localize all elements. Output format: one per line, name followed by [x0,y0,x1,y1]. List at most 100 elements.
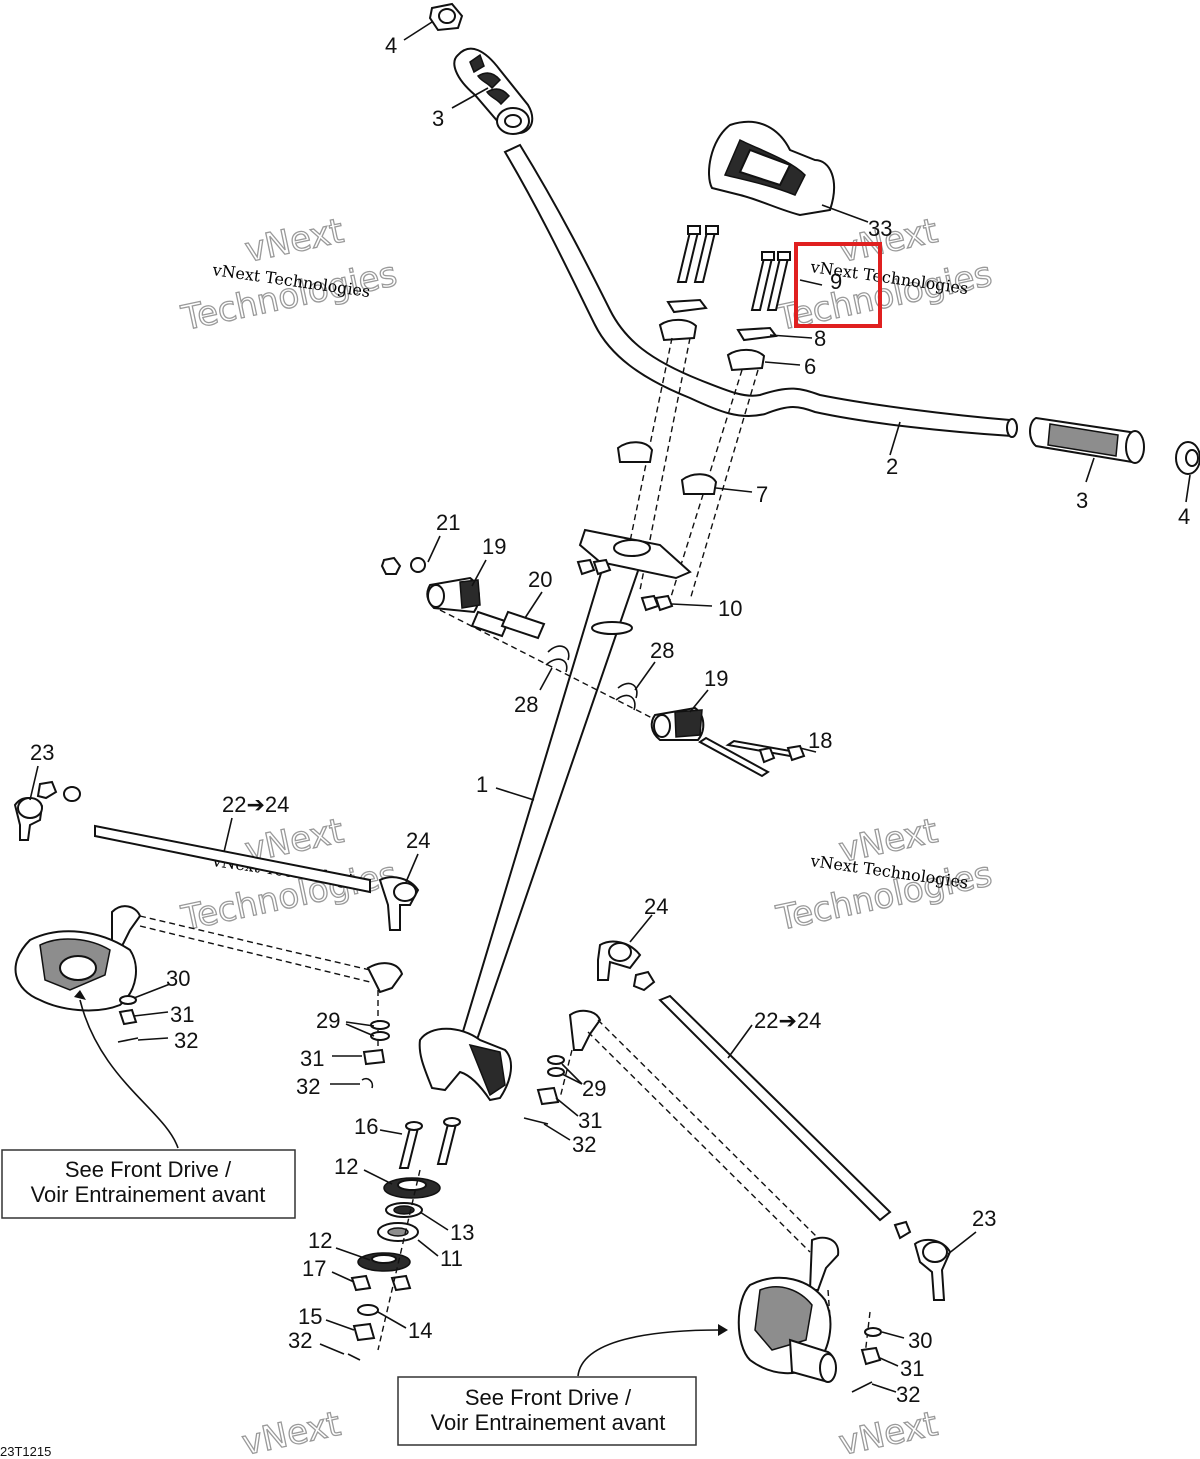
callout-30[interactable]: 30 [908,1328,932,1353]
right-washer[interactable] [864,1327,882,1337]
callout-33[interactable]: 33 [868,216,892,241]
upper-clamp[interactable] [726,348,766,372]
cotter-pin[interactable] [523,1117,549,1125]
right-tie-rod-dashed[interactable] [559,1009,871,1356]
callout-13[interactable]: 13 [450,1220,474,1245]
callout-22-24[interactable]: 22➔24 [754,1008,821,1033]
castle-nut[interactable] [536,1086,560,1106]
callout-29[interactable]: 29 [582,1076,606,1101]
callout-6[interactable]: 6 [804,354,816,379]
clamp-plate-left[interactable] [666,298,708,314]
bushing-sleeves[interactable] [470,610,546,640]
bearing[interactable] [377,1222,419,1242]
callout-10[interactable]: 10 [718,596,742,621]
washer[interactable] [547,1067,565,1077]
left-jam-nut[interactable] [36,780,58,800]
flange-nut[interactable] [350,1274,372,1292]
callout-28[interactable]: 28 [650,638,674,663]
callout-3[interactable]: 3 [1076,488,1088,513]
callout-32[interactable]: 32 [296,1074,320,1099]
front-drive-reference-right[interactable]: See Front Drive / Voir Entrainement avan… [397,1376,697,1446]
callout-31[interactable]: 31 [170,1002,194,1027]
callout-18[interactable]: 18 [808,728,832,753]
handlebar-pad[interactable] [708,120,835,217]
callout-17[interactable]: 17 [302,1256,326,1281]
left-steering-knuckle[interactable] [14,930,137,1012]
left-tie-rod-end-inner[interactable] [378,876,420,931]
callout-22-24[interactable]: 22➔24 [222,792,289,817]
lower-clamp-left[interactable] [616,441,654,463]
callout-12[interactable]: 12 [308,1228,332,1253]
left-jam-nut-2[interactable] [63,786,81,802]
left-castle-nut[interactable] [118,1008,138,1026]
bracket-washer[interactable] [410,557,426,573]
right-bar-end-cap[interactable] [1175,441,1200,475]
callout-24[interactable]: 24 [406,828,430,853]
upper-bushing-bracket[interactable] [426,576,481,614]
handlebar[interactable] [503,143,1018,438]
castle-nut[interactable] [362,1048,386,1066]
callout-19[interactable]: 19 [704,666,728,691]
right-jam-nut[interactable] [632,970,656,992]
cotter-pin[interactable] [347,1353,361,1361]
callout-28[interactable]: 28 [514,692,538,717]
washer[interactable] [370,1031,390,1041]
callout-23[interactable]: 23 [30,740,54,765]
steering-arm[interactable] [418,1027,512,1102]
callout-32[interactable]: 32 [572,1132,596,1157]
right-grip[interactable] [1029,416,1145,464]
lower-bushing-bracket[interactable] [650,706,705,741]
callout-9[interactable]: 9 [830,269,842,294]
callout-2[interactable]: 2 [886,454,898,479]
column-bolts[interactable] [398,1117,461,1169]
callout-19[interactable]: 19 [482,534,506,559]
callout-29[interactable]: 29 [316,1008,340,1033]
left-tie-rod-dashed[interactable] [111,905,404,1060]
callout-31[interactable]: 31 [300,1046,324,1071]
front-drive-reference-left[interactable]: See Front Drive / Voir Entrainement avan… [1,1149,296,1219]
callout-15[interactable]: 15 [298,1304,322,1329]
callout-32[interactable]: 32 [174,1028,198,1053]
callout-7[interactable]: 7 [756,482,768,507]
callout-4[interactable]: 4 [1178,504,1190,529]
callout-20[interactable]: 20 [528,567,552,592]
right-tie-rod-end-inner[interactable] [597,940,642,981]
left-tie-rod[interactable] [94,824,371,894]
right-steering-knuckle[interactable] [737,1276,837,1384]
callout-32[interactable]: 32 [896,1382,920,1407]
callout-31[interactable]: 31 [900,1356,924,1381]
snap-rings[interactable] [545,645,638,711]
left-bar-end-cap[interactable] [428,2,464,32]
callout-1[interactable]: 1 [476,772,488,797]
right-jam-nut-2[interactable] [893,1220,912,1240]
washer[interactable] [547,1055,565,1065]
callout-11[interactable]: 11 [440,1246,463,1271]
callout-24[interactable]: 24 [644,894,668,919]
washer[interactable] [357,1304,379,1316]
callout-32[interactable]: 32 [288,1328,312,1353]
cotter-pin[interactable] [361,1077,374,1089]
callout-23[interactable]: 23 [972,1206,996,1231]
lower-clamp[interactable] [680,473,718,495]
bearing-flange-lower[interactable] [357,1252,411,1272]
column-nuts[interactable] [576,558,674,612]
left-grip[interactable] [453,47,534,135]
seal[interactable] [385,1202,423,1218]
bracket-bolts[interactable] [698,736,806,778]
callout-16[interactable]: 16 [354,1114,378,1139]
clamp-bolts-left[interactable] [676,225,719,283]
callout-14[interactable]: 14 [408,1318,432,1343]
steering-column[interactable] [453,528,692,1062]
column-nut[interactable] [352,1322,376,1342]
left-cotter-pin[interactable] [117,1037,139,1043]
callout-12[interactable]: 12 [334,1154,358,1179]
clamp-plate-right[interactable] [736,326,778,342]
callout-31[interactable]: 31 [578,1108,602,1133]
callout-8[interactable]: 8 [814,326,826,351]
left-tie-rod-end-outer[interactable] [13,797,44,841]
right-cotter-pin[interactable] [851,1381,873,1393]
right-tie-rod[interactable] [658,994,892,1222]
washer[interactable] [370,1020,390,1030]
callout-3[interactable]: 3 [432,106,444,131]
flange-nut-2[interactable] [390,1274,412,1292]
